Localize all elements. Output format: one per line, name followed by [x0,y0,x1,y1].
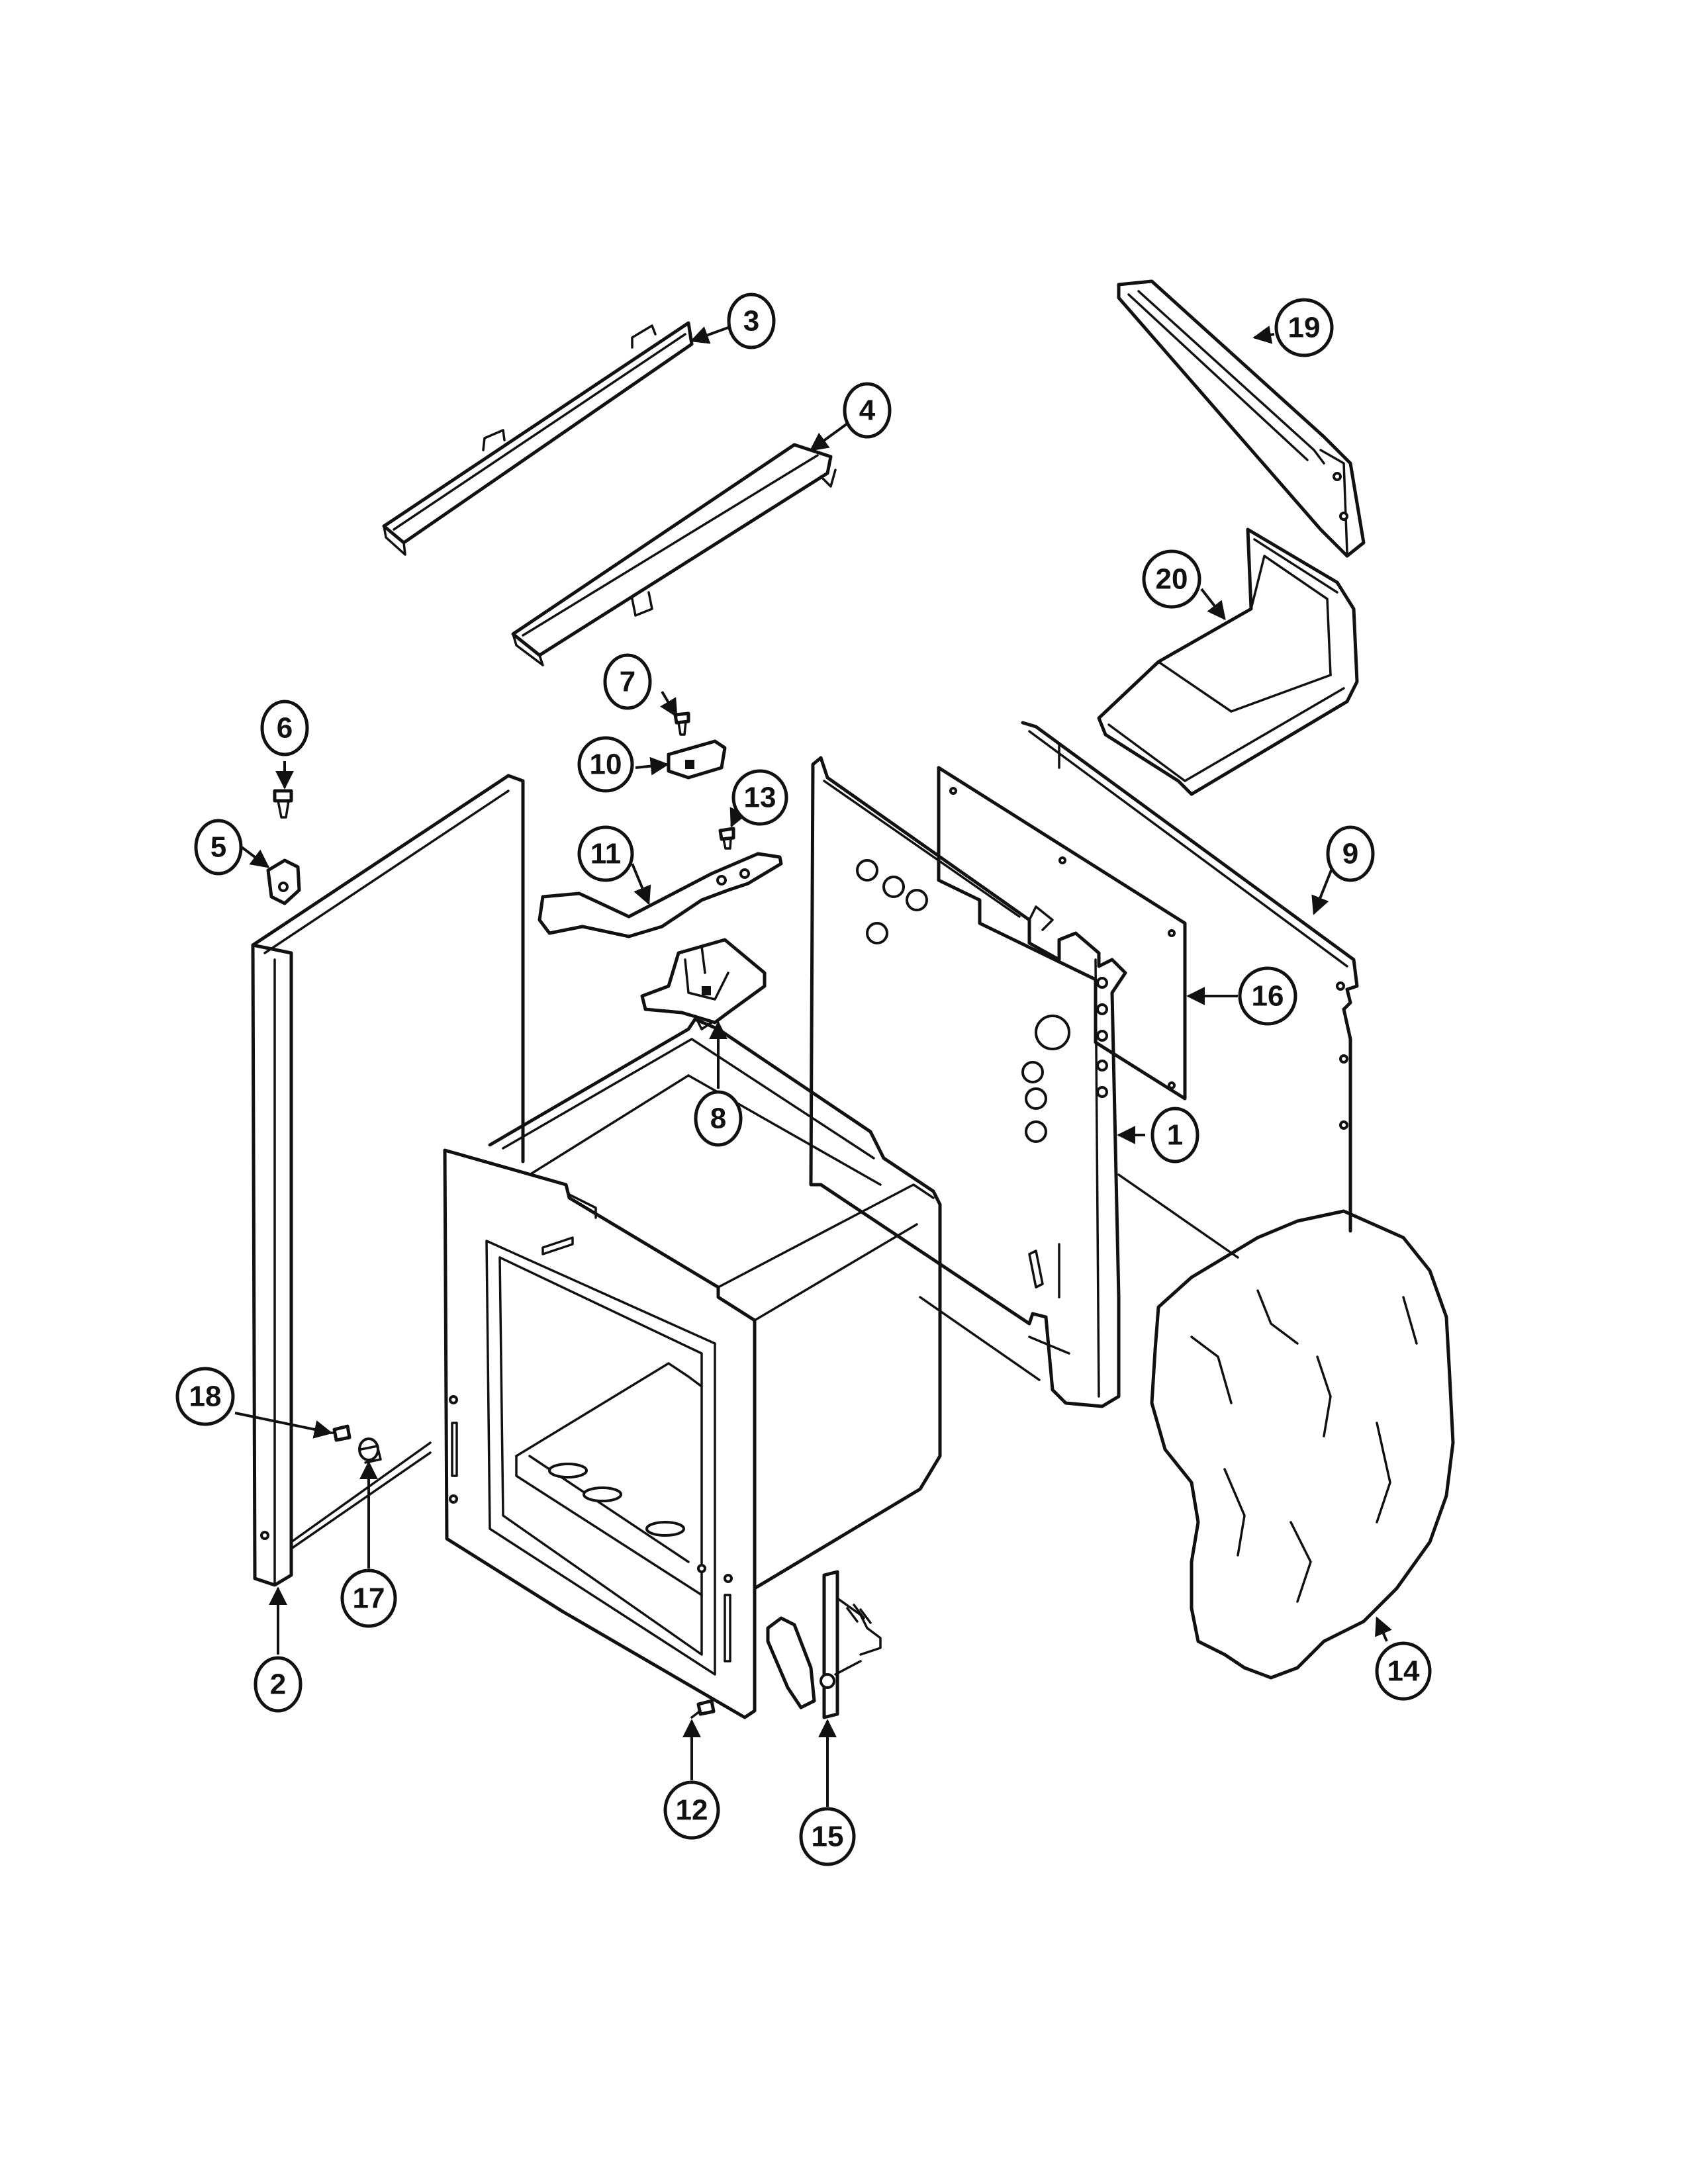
part-8-latch-assembly [640,938,767,1030]
callout-13[interactable]: 13 [731,769,788,826]
callout-10[interactable]: 10 [577,736,634,793]
callout-3[interactable]: 3 [727,293,776,349]
callout-20-label: 20 [1156,563,1188,596]
callout-11[interactable]: 11 [577,825,634,882]
callout-4-label: 4 [859,394,876,427]
callout-15-label: 15 [812,1821,844,1853]
callout-12-label: 12 [676,1794,708,1827]
callout-6[interactable]: 6 [260,700,309,756]
callout-13-label: 13 [744,782,776,814]
part-14-insulation [1150,1209,1455,1680]
part-1-side-panel [809,756,1127,1408]
part-4-front-rail [511,443,837,666]
callout-5-label: 5 [211,831,226,864]
part-11-latch-handle [538,852,783,938]
callout-18[interactable]: 18 [175,1367,235,1426]
callout-18-label: 18 [189,1381,222,1413]
callout-12[interactable]: 12 [663,1780,720,1840]
callout-2-label: 2 [270,1668,286,1701]
callout-17[interactable]: 17 [340,1569,397,1628]
part-20-duct-base [1097,527,1359,796]
oven-cavity [443,1017,942,1719]
callout-8[interactable]: 8 [694,1090,743,1147]
part-17-bushing [358,1437,382,1464]
callout-16-label: 16 [1252,980,1284,1013]
callout-11-label: 11 [590,838,622,870]
part-6-screw [273,789,293,819]
callout-9[interactable]: 9 [1326,825,1375,882]
part-16-panel [937,766,1187,1101]
part-15-hinge [766,1570,882,1719]
callout-14[interactable]: 14 [1375,1641,1432,1701]
leader-lines [234,326,1392,1807]
callout-17-label: 17 [353,1582,385,1615]
part-19-vent-duct [1117,279,1366,558]
callout-16[interactable]: 16 [1238,966,1297,1026]
callout-19-label: 19 [1288,312,1321,344]
callout-8-label: 8 [710,1103,726,1135]
callout-9-label: 9 [1342,838,1358,870]
callout-3-label: 3 [743,305,759,338]
part-5-bracket [266,858,301,905]
part-10-switch [667,739,727,780]
callout-2[interactable]: 2 [254,1656,303,1713]
part-3-top-rail [382,321,694,556]
callout-5[interactable]: 5 [194,819,243,876]
callout-15[interactable]: 15 [799,1807,856,1866]
part-2-frame [251,774,525,1587]
callout-7[interactable]: 7 [603,653,652,710]
callout-19[interactable]: 19 [1274,298,1334,357]
part-7-screw [673,711,690,736]
callout-1[interactable]: 1 [1150,1107,1199,1163]
callout-10-label: 10 [590,749,622,781]
callout-4[interactable]: 4 [843,382,892,439]
callout-6-label: 6 [277,712,293,745]
callout-7-label: 7 [620,666,635,698]
part-12-screw [690,1699,716,1719]
callout-14-label: 14 [1387,1655,1420,1688]
callout-1-label: 1 [1167,1119,1183,1152]
callout-20[interactable]: 20 [1142,549,1201,609]
part-9-back-panel [1021,721,1359,1259]
part-13-screw [718,827,735,850]
